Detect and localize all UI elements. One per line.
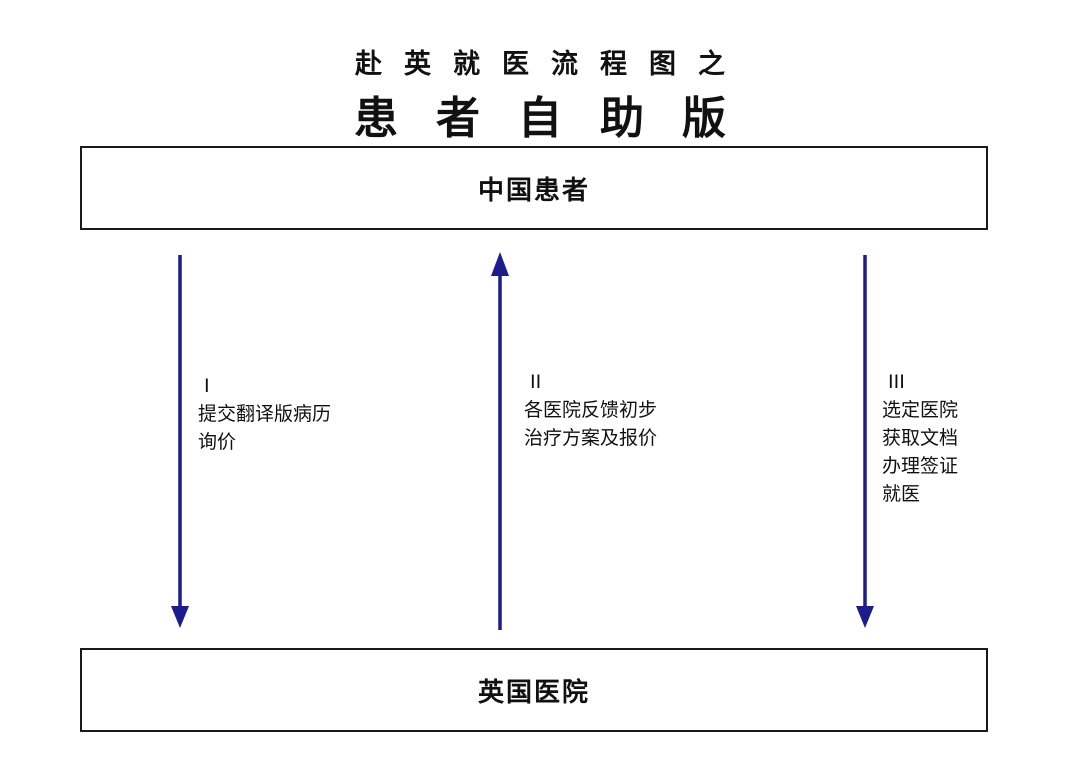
node-uk-hospital-label: 英国医院 (477, 677, 590, 708)
arrow-label-step-3: III 选定医院 获取文档 办理签证 就医 (882, 368, 958, 508)
step-3-numeral: III (888, 371, 905, 393)
step-3-line-1: 选定医院 (882, 399, 959, 421)
step-3-line-4: 就医 (882, 483, 921, 505)
step-3-line-2: 获取文档 (882, 427, 959, 449)
step-1-line-1: 提交翻译版病历 (198, 403, 332, 425)
arrow-label-step-1: I 提交翻译版病历 询价 (198, 372, 331, 456)
arrow-up-step-2 (491, 252, 509, 630)
arrow-label-step-2: II 各医院反馈初步 治疗方案及报价 (524, 368, 657, 452)
node-uk-hospital: 英国医院 (80, 648, 988, 732)
step-1-line-2: 询价 (198, 431, 237, 453)
step-2-line-2: 治疗方案及报价 (524, 427, 658, 449)
arrow-down-step-3 (856, 255, 874, 628)
node-china-patient-label: 中国患者 (477, 175, 590, 206)
node-china-patient: 中国患者 (80, 146, 988, 230)
diagram-subtitle: 赴英就医流程图之 (355, 49, 747, 80)
diagram-title: 患者自助版 (354, 93, 764, 144)
step-2-numeral: II (530, 371, 542, 393)
arrow-down-step-1 (171, 255, 189, 628)
step-2-line-1: 各医院反馈初步 (524, 399, 658, 421)
step-3-line-3: 办理签证 (882, 455, 959, 477)
step-1-numeral: I (204, 375, 210, 397)
